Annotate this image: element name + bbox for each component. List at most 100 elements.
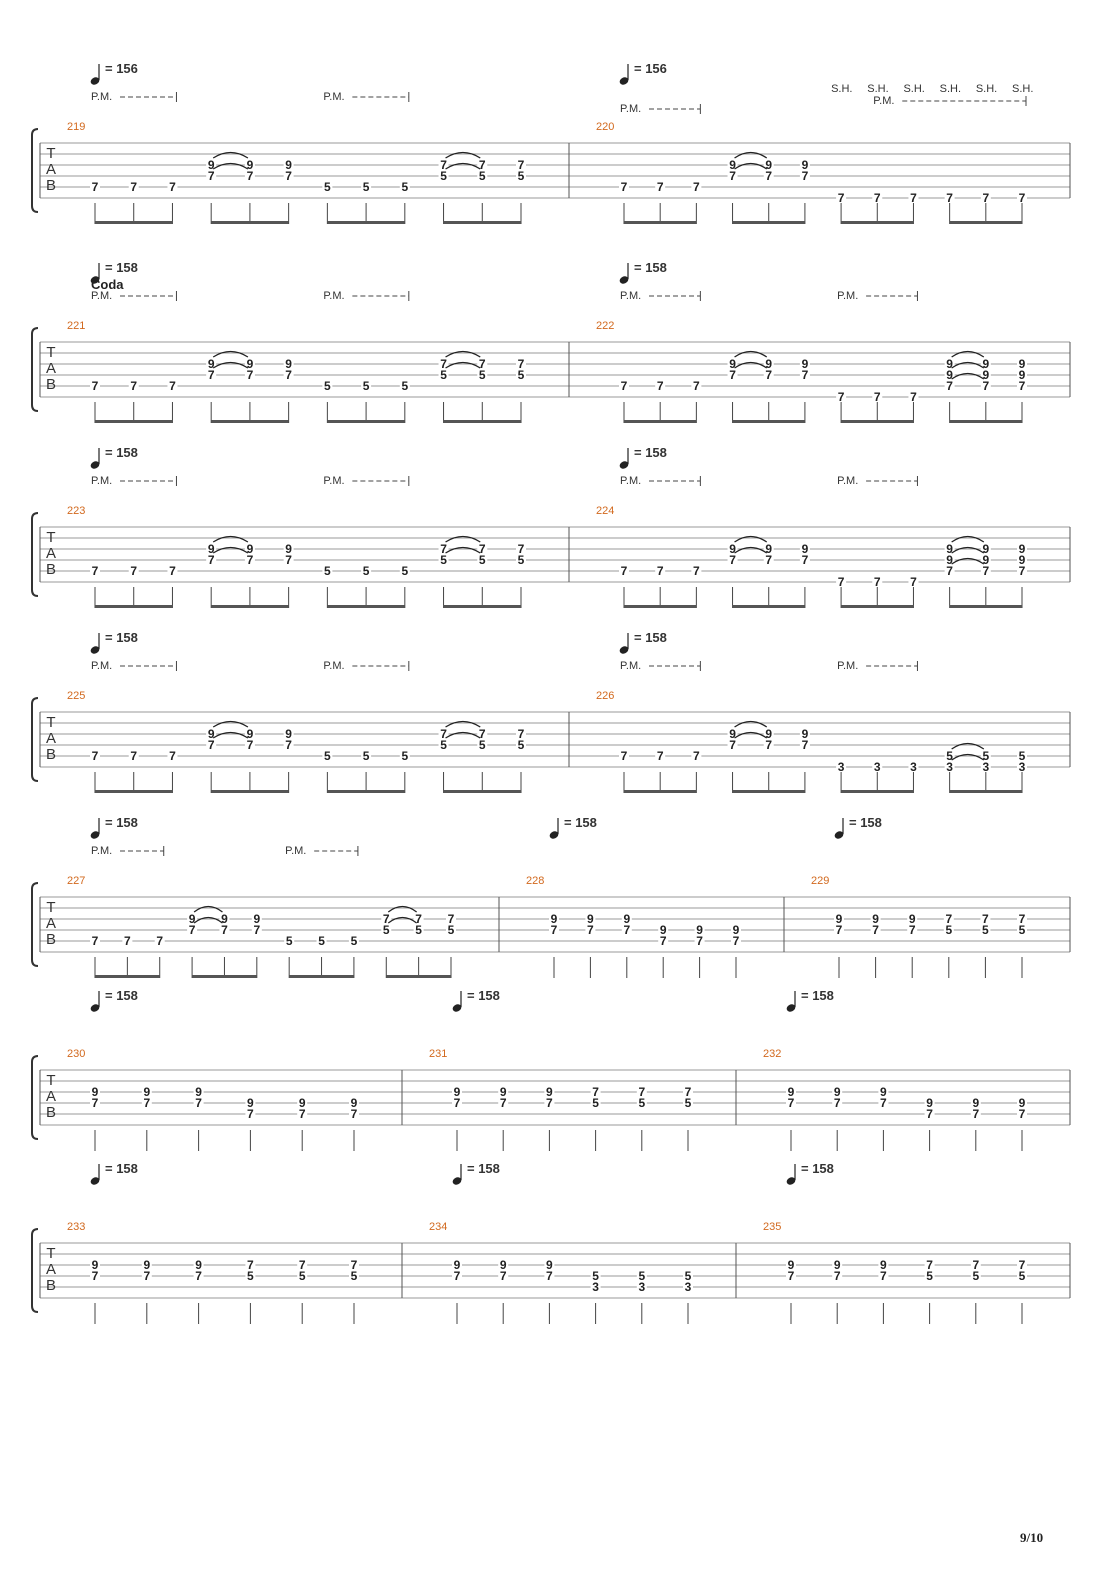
fret-mask — [251, 924, 262, 935]
fret-mask — [452, 1259, 462, 1270]
tie-arc — [193, 916, 223, 924]
fret-number: 7 — [765, 738, 772, 752]
fret-number: 7 — [440, 727, 447, 741]
fret-mask — [477, 358, 488, 369]
fret-mask — [727, 739, 738, 750]
fret-mask — [141, 1259, 152, 1270]
fret-mask — [832, 1086, 843, 1097]
fret-number: 7 — [351, 1258, 358, 1272]
fret-mask — [944, 750, 955, 761]
tie-arc — [387, 905, 418, 913]
fret-number: 5 — [518, 738, 525, 752]
fret-number: 7 — [169, 379, 176, 393]
fret-number: 7 — [92, 379, 99, 393]
fret-mask — [907, 913, 918, 924]
fret-number: 9 — [834, 1085, 841, 1099]
fret-mask — [836, 761, 847, 772]
rhythm-beam — [949, 605, 1022, 608]
fret-mask — [452, 1086, 462, 1097]
fret-mask — [219, 913, 230, 924]
fret-number: 7 — [657, 564, 664, 578]
fret-mask — [727, 554, 738, 565]
fret-mask — [244, 728, 255, 739]
fret-mask — [516, 554, 526, 565]
fret-mask — [619, 565, 629, 576]
fret-number: 7 — [657, 749, 664, 763]
fret-mask — [283, 369, 294, 380]
fret-number: 9 — [733, 923, 740, 937]
fret-mask — [413, 913, 424, 924]
string-harmonic-label: S.H. — [831, 83, 852, 95]
fret-mask — [836, 391, 847, 402]
fret-mask — [244, 739, 255, 750]
fret-mask — [244, 170, 255, 181]
fret-number: 7 — [838, 390, 845, 404]
fret-mask — [683, 1281, 693, 1292]
fret-number: 9 — [926, 1096, 933, 1110]
fret-mask — [516, 728, 526, 739]
fret-mask — [658, 924, 669, 935]
fret-number: 7 — [982, 191, 989, 205]
fret-mask — [799, 543, 810, 554]
fret-number: 7 — [685, 1085, 692, 1099]
fret-mask — [694, 935, 705, 946]
fret-number: 5 — [479, 169, 486, 183]
measure-number: 235 — [763, 1221, 781, 1233]
fret-mask — [438, 358, 449, 369]
tempo-marking: = 158 — [105, 445, 138, 460]
fret-number: 7 — [729, 553, 736, 567]
fret-mask — [944, 369, 955, 380]
fret-mask — [872, 192, 883, 203]
fret-number: 9 — [729, 542, 736, 556]
fret-number: 9 — [92, 1085, 99, 1099]
fret-mask — [799, 358, 810, 369]
palm-mute-label: P.M. — [91, 845, 112, 857]
fret-mask — [619, 750, 629, 761]
fret-mask — [924, 1108, 935, 1119]
fret-number: 3 — [874, 760, 881, 774]
fret-number: 7 — [169, 564, 176, 578]
fret-number: 9 — [189, 912, 196, 926]
quarter-note-icon — [786, 1177, 796, 1185]
rhythm-beam — [211, 605, 289, 608]
tie-arc — [734, 361, 768, 369]
tempo-marking: = 158 — [801, 1161, 834, 1176]
rhythm-beam — [732, 605, 805, 608]
fret-number: 7 — [169, 180, 176, 194]
fret-number: 5 — [440, 553, 447, 567]
rhythm-beam — [949, 790, 1022, 793]
quarter-note-icon — [90, 1177, 100, 1185]
fret-mask — [283, 543, 294, 554]
system-bracket — [31, 512, 39, 597]
fret-mask — [944, 358, 955, 369]
fret-number: 7 — [765, 553, 772, 567]
fret-number: 9 — [982, 542, 989, 556]
measure-number: 229 — [811, 875, 829, 887]
fret-number: 7 — [621, 379, 628, 393]
tab-clef-letter: A — [46, 1088, 56, 1105]
fret-mask — [438, 543, 449, 554]
fret-number: 7 — [448, 912, 455, 926]
fret-mask — [1017, 192, 1027, 203]
fret-number: 9 — [1019, 368, 1026, 382]
fret-mask — [763, 554, 774, 565]
fret-mask — [244, 159, 255, 170]
fret-number: 7 — [383, 912, 390, 926]
fret-mask — [980, 369, 991, 380]
fret-number: 5 — [286, 934, 293, 948]
fret-number: 9 — [880, 1258, 887, 1272]
fret-number: 5 — [440, 368, 447, 382]
fret-number: 7 — [285, 553, 292, 567]
fret-mask — [636, 1097, 647, 1108]
fret-mask — [128, 380, 139, 391]
quarter-note-icon — [834, 831, 844, 839]
fret-mask — [799, 159, 810, 170]
fret-mask — [763, 739, 774, 750]
fret-mask — [970, 1270, 981, 1281]
fret-mask — [446, 913, 456, 924]
fret-number: 3 — [946, 760, 953, 774]
